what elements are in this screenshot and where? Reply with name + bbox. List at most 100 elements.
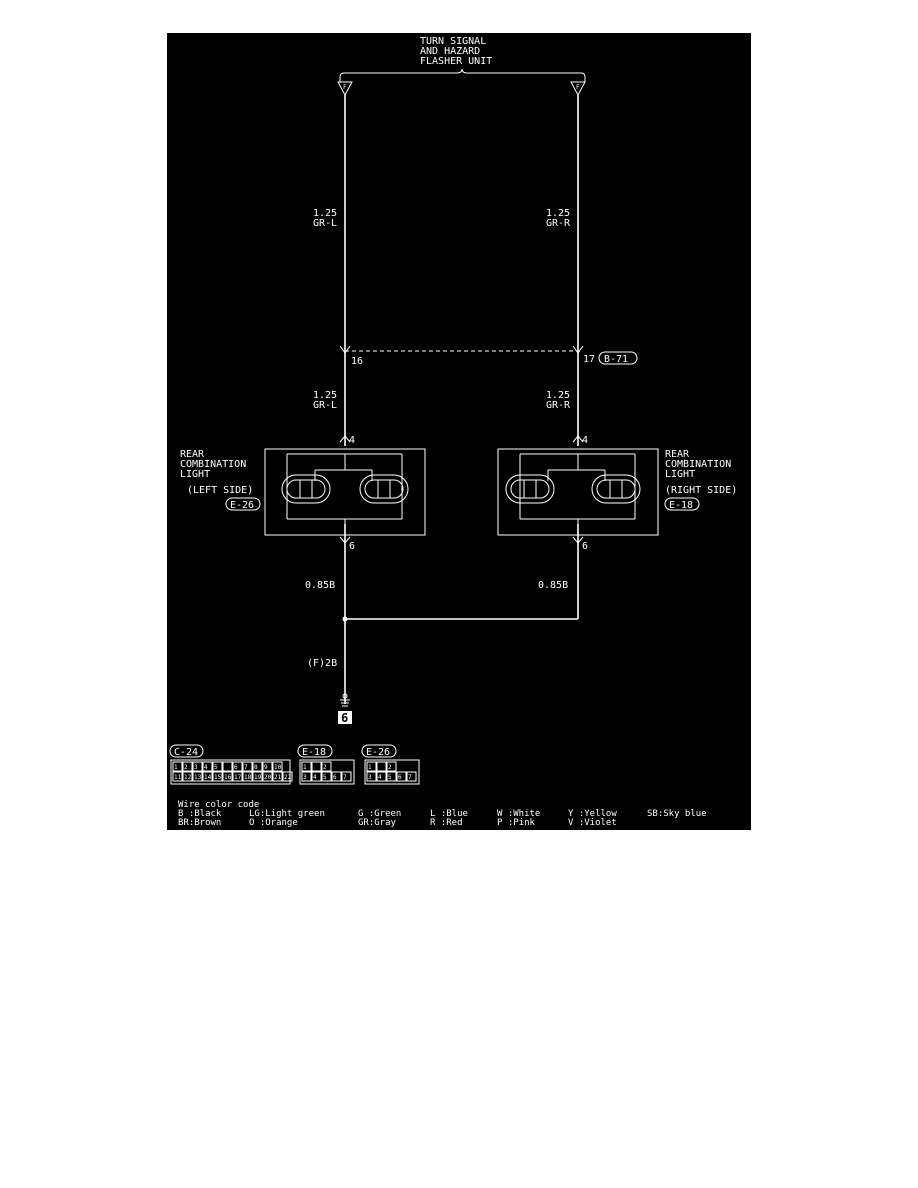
connector-e26-pin-cell	[376, 761, 387, 772]
lamp-left-top-arrow	[339, 435, 351, 443]
wire-ground-left-label: 0.85B	[305, 580, 335, 591]
connector-e26-pin-cell	[386, 761, 397, 772]
connector-c24-pin-cell	[182, 761, 193, 772]
connector-c24-tag	[169, 744, 204, 758]
lamp-left-label-line4: (LEFT SIDE)	[187, 485, 253, 496]
wire-upper-left-size: 1.25	[313, 208, 337, 219]
connector-e26-pin-number: 5	[388, 774, 392, 781]
connector-e26-pin-cell	[366, 761, 377, 772]
connector-c24-pin-number: 12	[184, 774, 192, 781]
connector-e26-pin-number: 4	[378, 774, 382, 781]
connector-c24-pin-cell	[232, 761, 243, 772]
legend-item: P :Pink	[497, 818, 536, 828]
connector-e18-pin-cell	[301, 761, 312, 772]
lamp-right-label-line4: (RIGHT SIDE)	[665, 485, 737, 496]
connector-c24-pin-number: 17	[234, 774, 242, 781]
connector-c24-pin-cell	[282, 771, 293, 782]
legend-item: W :White	[497, 809, 540, 819]
connector-c24-pin-cell	[202, 761, 213, 772]
connector-c24-pin-number: 9	[264, 764, 268, 771]
lamp-right-pin-bottom: 6	[582, 541, 588, 552]
connector-e18-pin-number: 4	[313, 774, 317, 781]
connector-c24-pin-cell	[222, 771, 233, 782]
legend-item: BR:Brown	[178, 818, 221, 828]
connector-c24-pin-number: 5	[214, 764, 218, 771]
legend-item: O :Orange	[249, 818, 298, 828]
wire-upper-right-color: GR-R	[546, 218, 571, 229]
flasher-label-line1: TURN SIGNAL	[420, 36, 486, 47]
connector-c24-pin-cell	[242, 761, 253, 772]
connector-e26-tag	[361, 744, 397, 758]
ground-point-label: 6	[341, 711, 348, 725]
wire-lower-right-size: 1.25	[546, 390, 570, 401]
flasher-pin-right-triangle	[570, 81, 586, 97]
connector-e26-pin-number: 6	[398, 774, 402, 781]
connector-e18-pin-cell	[311, 771, 322, 782]
flasher-pin-left-triangle	[337, 81, 353, 97]
connector-c24-label: C-24	[174, 747, 198, 758]
connector-e18-tag	[297, 744, 333, 758]
wire-upper-right-size: 1.25	[546, 208, 570, 219]
connector-c24-pin-number: 19	[254, 774, 262, 781]
legend-item: GR:Gray	[358, 818, 397, 828]
lamp-right-connector-tag	[664, 497, 700, 511]
connector-c24-pin-number: 4	[204, 764, 208, 771]
lamp-right-label-line3: LIGHT	[665, 469, 695, 480]
lamp-right	[497, 448, 659, 536]
lamp-left-label-line2: COMBINATION	[180, 459, 246, 470]
connector-c24-pin-number: 11	[174, 774, 182, 781]
lamp-left	[264, 448, 426, 536]
flasher-pin-right-label: F	[576, 84, 580, 91]
connector-c24-pin-cell	[172, 771, 183, 782]
connector-e18-pin-cell	[331, 771, 342, 782]
lamp-right-bulb-2	[591, 474, 641, 504]
connector-e18-pin-cell	[321, 771, 332, 782]
lamp-right-bottom-arrow	[572, 536, 584, 544]
connector-e18-pin-cell	[341, 771, 352, 782]
wire-ground-main-label: (F)2B	[307, 658, 337, 669]
connector-e26-pin-number: 1	[368, 764, 372, 771]
connector-e26-pin-cell	[406, 771, 417, 782]
wire-color-legend: Wire color code B :Black LG:Light green …	[178, 800, 707, 828]
connector-e26-pin-cell	[386, 771, 397, 782]
connector-c24-pin-number: 7	[244, 764, 248, 771]
connector-e26-pin-cell	[396, 771, 407, 782]
connector-c24-pin-number: 2	[184, 764, 188, 771]
junction-right-arrow	[572, 345, 584, 354]
connector-c24-pin-number: 8	[254, 764, 258, 771]
lamp-right-bulb-1	[505, 474, 555, 504]
connector-c24-pin-cell	[212, 761, 223, 772]
connector-c24-pin-number: 16	[224, 774, 232, 781]
lamp-left-connector-label: E-26	[230, 500, 254, 511]
connector-c24-pin-number: 18	[244, 774, 252, 781]
connector-e18-pin-cell	[301, 771, 312, 782]
junction-connector-tag	[598, 351, 638, 365]
wiring-diagram: TURN SIGNAL AND HAZARD FLASHER UNIT F F …	[169, 36, 737, 828]
connector-c24-pin-number: 21	[274, 774, 282, 781]
connector-e26-pin-cell	[366, 771, 377, 782]
ground-splice	[342, 616, 348, 622]
lamp-left-bottom-arrow	[339, 536, 351, 544]
connector-c24-pin-number: 15	[214, 774, 222, 781]
connector-c24-pin-cell	[262, 771, 273, 782]
junction-left-arrow	[339, 345, 351, 354]
connector-e18-face	[299, 759, 355, 785]
connector-c24-pin-cell	[272, 761, 283, 772]
connector-c24-pin-number: 6	[234, 764, 238, 771]
ground-point-box	[338, 711, 352, 724]
legend-item: Y :Yellow	[568, 809, 617, 819]
legend-item: LG:Light green	[249, 809, 325, 819]
lamp-left-label-line3: LIGHT	[180, 469, 210, 480]
legend-item: R :Red	[430, 818, 463, 828]
connector-c24-pin-cell	[222, 761, 233, 772]
connector-c24-pin-cell	[262, 761, 273, 772]
connector-c24-pin-number: 1	[174, 764, 178, 771]
lamp-left-bulb-2	[359, 474, 409, 504]
flasher-label-line2: AND HAZARD	[420, 46, 480, 57]
connector-e18-pin-number: 7	[343, 774, 347, 781]
connector-c24-pin-cell	[242, 771, 253, 782]
legend-item: SB:Sky blue	[647, 809, 707, 819]
